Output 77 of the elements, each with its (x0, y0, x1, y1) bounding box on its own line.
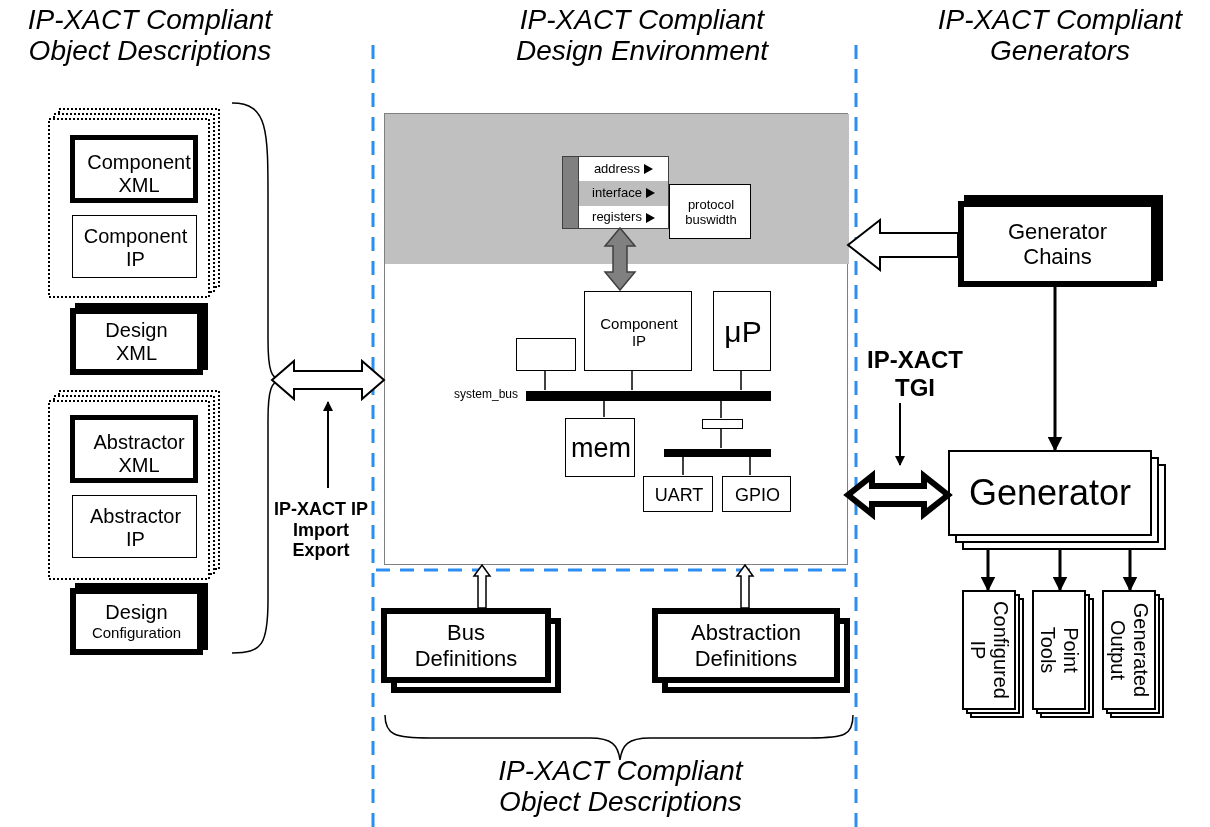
connector-line (631, 369, 633, 391)
box-label: Generator (968, 472, 1132, 514)
box-label: Component XML (86, 151, 192, 197)
block-arrow (846, 217, 959, 273)
box-label: Abstractor IP (88, 504, 183, 551)
stacked-box (958, 195, 1163, 287)
arrow (1052, 550, 1068, 592)
dotted-group-box (48, 390, 220, 580)
stacked-box (1032, 590, 1094, 718)
annotation-label: IP-XACT IP Import Export (273, 498, 369, 562)
box-label: mem (571, 432, 631, 464)
box-label: GPIO (735, 484, 780, 506)
box-label: Generated Output (1106, 601, 1152, 700)
leader-arrow (895, 402, 905, 466)
box-label: UART (654, 484, 704, 506)
connector-line (682, 455, 684, 476)
bus-label: system_bus (453, 388, 518, 402)
stacked-box (70, 583, 208, 655)
header-band (385, 114, 849, 264)
stacked-box (652, 608, 850, 693)
stacked-box (962, 590, 1024, 718)
field-label: address (593, 161, 641, 177)
block-arrow (735, 563, 755, 609)
block-arrow (472, 563, 492, 609)
block-box (722, 476, 791, 512)
box-label: Configuration (91, 624, 182, 642)
stacked-box (70, 303, 208, 375)
block-box (516, 338, 576, 371)
property-box (669, 184, 751, 239)
arrow (1122, 550, 1138, 592)
annotation-label: IP-XACT TGI (866, 346, 964, 402)
section-heading: IP-XACT Compliant Design Environment (514, 4, 770, 67)
stacked-box (381, 608, 561, 693)
section-heading: IP-XACT Compliant Object Descriptions (497, 755, 745, 818)
component-box (70, 135, 198, 203)
leader-arrow (323, 401, 333, 489)
stacked-box (1102, 590, 1164, 718)
field-label: registers (592, 210, 642, 226)
connector-line (603, 399, 605, 418)
bus-bar (664, 449, 771, 457)
box-label: Design (105, 601, 168, 625)
box-label: Component IP (599, 314, 679, 350)
box-label: Component IP (82, 224, 189, 271)
component-box (70, 415, 198, 483)
arrow (980, 550, 996, 592)
box-label: Design XML (104, 318, 169, 365)
box-label: Bus Definitions (413, 620, 519, 671)
arrow (1047, 287, 1063, 452)
block-arrow (843, 469, 953, 521)
connector-line (740, 369, 742, 391)
box-label: Abstractor XML (92, 431, 186, 477)
box-label: Abstraction Definitions (689, 620, 803, 671)
block-box (643, 476, 713, 512)
section-heading: IP-XACT Compliant Generators (936, 4, 1184, 67)
section-heading: IP-XACT Compliant Object Descriptions (26, 4, 274, 67)
block-arrow (603, 226, 637, 292)
box-label: Point Tools (1036, 625, 1082, 676)
component-box (72, 215, 197, 278)
box-label: μP (724, 314, 762, 350)
interface-panel (562, 156, 669, 229)
component-box (72, 495, 197, 558)
block-box (565, 418, 635, 477)
box-label: protocol buswidth (684, 197, 738, 228)
stacked-box (948, 450, 1166, 550)
block-arrow (270, 358, 386, 402)
block-box (584, 291, 692, 371)
box-label: Generator Chains (1006, 218, 1109, 270)
connector-line (720, 399, 722, 419)
bridge-box (702, 419, 743, 429)
block-box (713, 291, 771, 371)
box-label: Configured IP (966, 600, 1012, 701)
connector-line (749, 455, 751, 476)
dotted-group-box (48, 108, 220, 298)
design-environment-panel (384, 113, 848, 565)
connector-line (544, 369, 546, 391)
field-label: interface (592, 186, 642, 201)
connector-line (720, 427, 722, 449)
